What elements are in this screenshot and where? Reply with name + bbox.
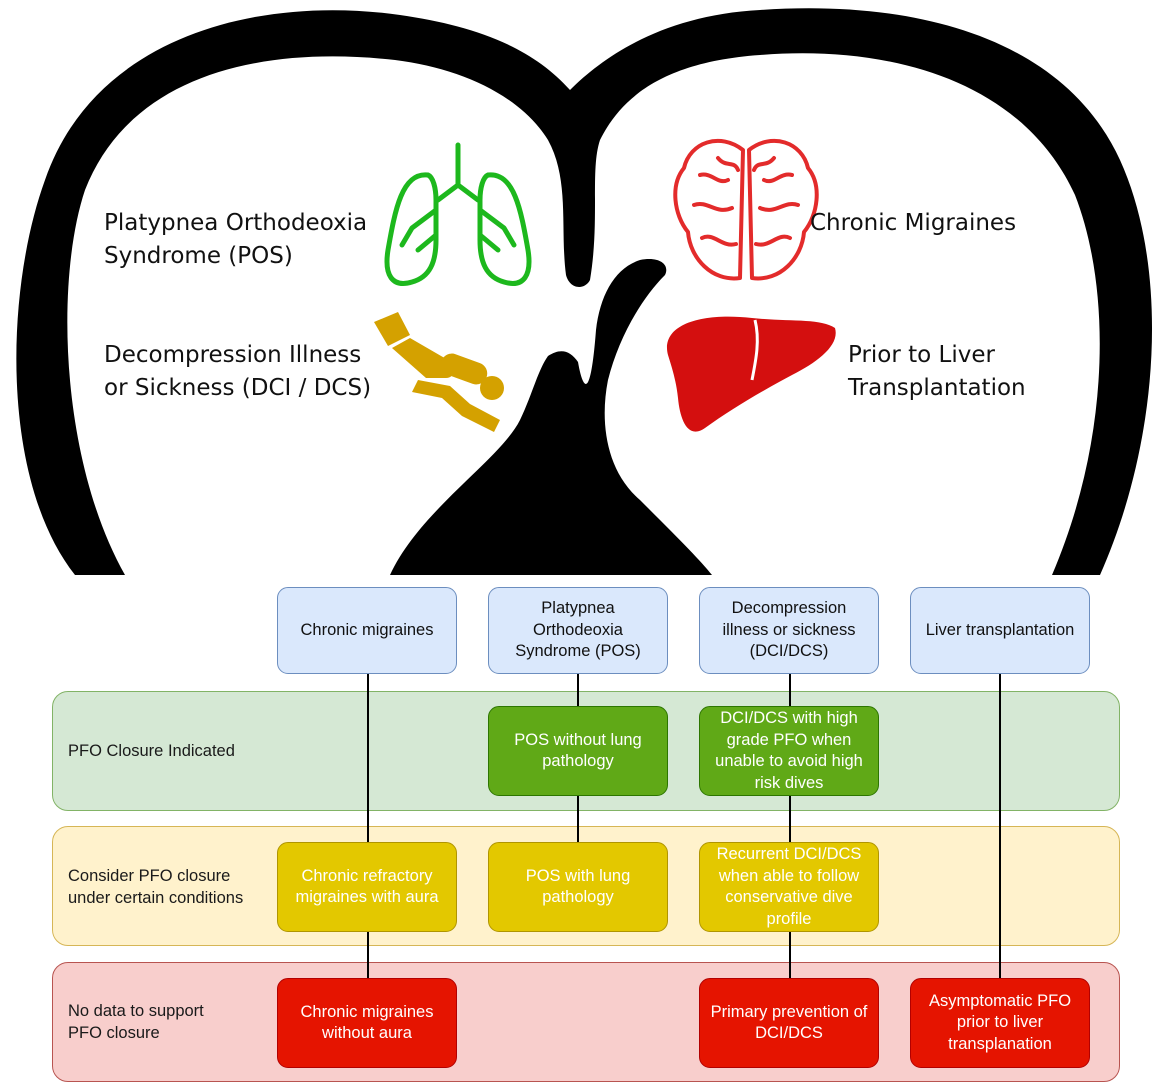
cell-consider-migraines: Chronic refractory migraines with aura [277,842,457,932]
column-header-dci: Decompression illness or sickness (DCI/D… [699,587,879,674]
cell-indicated-dci: DCI/DCS with high grade PFO when unable … [699,706,879,796]
connector-dci [789,674,791,980]
connector-migraines [367,674,369,980]
liver-label: Prior to Liver Transplantation [848,342,1026,401]
cell-nodata-migraines: Chronic migraines without aura [277,978,457,1068]
scuba-diver-icon [374,312,504,432]
column-header-migraines: Chronic migraines [277,587,457,674]
lungs-icon [384,142,532,286]
heart-outline [16,8,1153,575]
column-header-pos: Platypnea Orthodeoxia Syndrome (POS) [488,587,668,674]
cell-consider-dci: Recurrent DCI/DCS when able to follow co… [699,842,879,932]
cell-nodata-liver: Asymptomatic PFO prior to liver transpla… [910,978,1090,1068]
row-label-indicated: PFO Closure Indicated [68,742,235,760]
row-label-consider: Consider PFO closure under certain condi… [68,867,244,907]
row-label-no-data: No data to support PFO closure [68,1002,204,1042]
cell-indicated-pos: POS without lung pathology [488,706,668,796]
cell-nodata-dci: Primary prevention of DCI/DCS [699,978,879,1068]
migraines-label: Chronic Migraines [810,210,1017,236]
pos-label: Platypnea Orthodeoxia Syndrome (POS) [104,210,368,269]
brain-icon [673,139,819,281]
column-header-liver: Liver transplantation [910,587,1090,674]
liver-icon [666,316,836,432]
connector-liver [999,674,1001,980]
heart-illustration [16,8,1153,575]
dci-label: Decompression Illness or Sickness (DCI /… [104,342,372,401]
septum-shape [390,259,712,575]
cell-consider-pos: POS with lung pathology [488,842,668,932]
